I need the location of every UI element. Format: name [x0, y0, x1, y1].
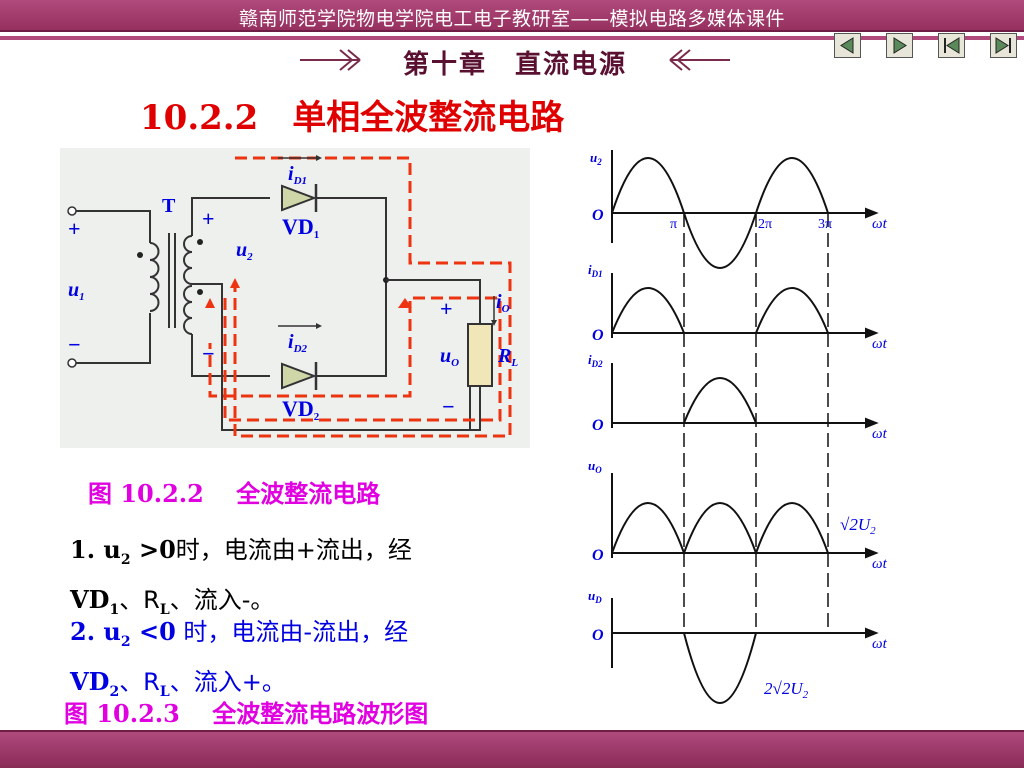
wave-id2 [683, 377, 757, 424]
header-title: 赣南师范学院物电学院电工电子教研室——模拟电路多媒体课件 [238, 8, 785, 30]
wlabel-u2: u2 [590, 150, 602, 167]
wlabel-ud: uD [588, 588, 602, 605]
current-path-vd1 [233, 156, 512, 438]
label-id2: iD2 [288, 331, 308, 355]
figure1-number: 图 10.2.2 [88, 479, 204, 508]
p2-c: 时，电流由-流出，经 [175, 618, 409, 646]
label-io: iO [496, 291, 510, 315]
secondary-coil-upper [183, 235, 193, 285]
p2-a: 2. u [70, 617, 121, 646]
skip-first-icon [944, 37, 960, 54]
p1-e-sub: L [159, 601, 170, 618]
figure1-text: 全波整流电路 [236, 480, 381, 508]
p2-e-sub: L [159, 683, 170, 700]
label-vd2: VD2 [282, 396, 320, 423]
primary-coil [149, 242, 160, 312]
p2-b: <0 [130, 617, 176, 646]
wlabel-o4: O [592, 547, 604, 564]
wlabel-wt3: ωt [872, 426, 888, 442]
header-bar: 赣南师范学院物电学院电工电子教研室——模拟电路多媒体课件 [0, 0, 1024, 32]
ornament-icon [300, 49, 730, 71]
p2-d-sub: 2 [109, 683, 120, 700]
wlabel-o3: O [592, 417, 604, 434]
p1-f: 、流入-。 [169, 585, 275, 614]
next-button[interactable] [886, 33, 913, 58]
wlabel-o5: O [592, 627, 604, 644]
wlabel-uo: uO [588, 458, 602, 475]
label-id1: iD1 [288, 163, 307, 187]
current-path-vd2 [208, 296, 502, 422]
explanation-2: 2. u2 <0 时，电流由-流出，经 VD2、RL、流入+。 [70, 612, 408, 712]
diode-vd2 [281, 362, 317, 390]
wlabel-ud-amp: 2√2U2 [764, 679, 809, 701]
wlabel-o2: O [592, 327, 604, 344]
label-vd1: VD1 [282, 214, 319, 241]
p2-d: VD [70, 666, 110, 696]
label-u2: u2 [236, 239, 253, 263]
chapter-title: 第十章 直流电源 [402, 50, 627, 80]
figure2-caption: 图 10.2.3 全波整流电路波形图 [64, 694, 428, 729]
wave-u2 [611, 157, 829, 269]
triangle-right-icon [893, 37, 907, 54]
circuit-diagram: T + u1 − + u2 − iD1 VD1 iD2 VD2 iO uO + … [60, 148, 530, 448]
terminal-bottom [67, 358, 77, 368]
label-uo: uO [440, 345, 459, 369]
label-u1-plus: + [68, 216, 81, 241]
prev-button[interactable] [834, 33, 861, 58]
label-t: T [162, 195, 176, 217]
wlabel-uo-amp: √2U2 [840, 515, 876, 537]
p1-a-sub: 2 [120, 551, 131, 568]
p1-d: VD [70, 584, 110, 614]
diode-vd1 [281, 184, 317, 212]
wlabel-id2: iD2 [588, 352, 603, 369]
tick-2pi: 2π [758, 217, 772, 232]
wave-ud [612, 632, 828, 704]
p2-a-sub: 2 [120, 633, 131, 650]
figure2-text: 全波整流电路波形图 [212, 700, 429, 728]
label-uo-minus: − [442, 394, 455, 419]
p2-e: 、R [119, 667, 160, 696]
skip-last-icon [995, 37, 1011, 54]
figure1-caption: 图 10.2.2 全波整流电路 [88, 474, 380, 509]
label-u1: u1 [68, 279, 85, 303]
wave-uo [611, 502, 829, 556]
first-button[interactable] [938, 33, 965, 58]
p1-c: 时，电流由+流出，经 [175, 536, 412, 564]
waveform-svg: u2 O π 2π 3π ωt iD1 O ωt iD2 O ωt uO O ω… [588, 150, 888, 704]
wlabel-o1: O [592, 207, 604, 224]
wlabel-wt4: ωt [872, 556, 888, 572]
p1-b: >0 [130, 535, 176, 564]
figure2-number: 图 10.2.3 [64, 699, 180, 728]
wlabel-id1: iD1 [588, 262, 603, 279]
p2-f: 、流入+。 [169, 667, 286, 696]
circuit-svg: T + u1 − + u2 − iD1 VD1 iD2 VD2 iO uO + … [67, 155, 518, 438]
last-button[interactable] [990, 33, 1017, 58]
wlabel-wt5: ωt [872, 636, 888, 652]
wlabel-wt1: ωt [872, 216, 888, 232]
resistor-rl [467, 323, 493, 387]
p1-e: 、R [119, 585, 160, 614]
label-u2-plus: + [202, 206, 215, 231]
triangle-left-icon [840, 37, 854, 54]
tick-3pi: 3π [818, 217, 832, 232]
footer-bar [0, 730, 1024, 768]
wlabel-wt2: ωt [872, 336, 888, 352]
p1-a: 1. u [70, 535, 121, 564]
secondary-coil-lower [183, 285, 193, 335]
label-rl: RL [497, 345, 518, 369]
wave-id1 [611, 287, 829, 334]
p1-d-sub: 1 [109, 601, 120, 618]
terminal-top [67, 206, 77, 216]
label-u1-minus: − [68, 332, 81, 357]
label-u2-minus: − [202, 341, 215, 366]
waveform-diagram: u2 O π 2π 3π ωt iD1 O ωt iD2 O ωt uO O ω… [572, 148, 914, 718]
section-title: 10.2.2 单相全波整流电路 [140, 98, 565, 138]
header-divider [0, 36, 1024, 40]
label-uo-plus: + [440, 296, 453, 321]
chapter-banner: 第十章 直流电源 [300, 42, 730, 80]
explanation-1: 1. u2 >0时，电流由+流出，经 VD1、RL、流入-。 [70, 530, 412, 630]
tick-pi: π [670, 217, 677, 232]
